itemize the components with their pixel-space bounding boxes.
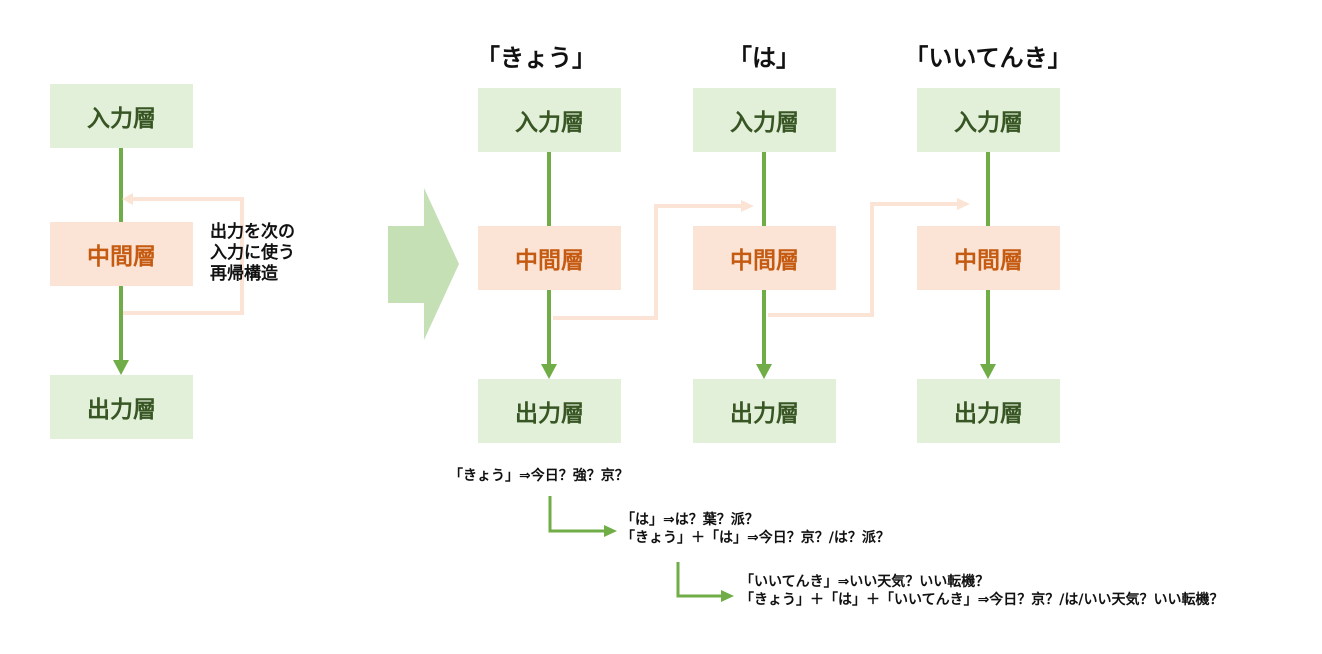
left-input-layer-label: 入力層 (87, 106, 156, 132)
example-arrow-1-head (604, 525, 617, 537)
example-block-1: 「きょう」⇒今日？強？京？ (449, 467, 629, 485)
example-1-line-1: 「きょう」⇒今日？強？京？ (449, 468, 629, 484)
example-arrow-2 (676, 562, 723, 598)
recurrence-note: 出力を次の 入力に使う 再帰構造 (210, 222, 295, 285)
word-label-2: 「は」 (728, 44, 800, 72)
col2-output-layer: 出力層 (693, 379, 836, 443)
recurrence-note-line-2: 入力に使う (210, 243, 295, 263)
col3-arrowhead (980, 364, 996, 379)
col2-input-layer-label: 入力層 (730, 110, 799, 136)
example-2-line-1: 「は」⇒は？葉？派？ (621, 512, 759, 528)
col3-input-layer-label: 入力層 (954, 110, 1023, 136)
col3-output-layer: 出力層 (917, 379, 1060, 443)
col3-middle-layer: 中間層 (917, 226, 1060, 290)
word-label-1: 「きょう」 (476, 44, 596, 72)
col2-arrowhead (756, 364, 772, 379)
word-label-3: 「いいてんき」 (904, 44, 1072, 72)
col1-output-layer: 出力層 (478, 379, 621, 443)
example-3-line-1: 「いいてんき」⇒いい天気？いい転機？ (740, 574, 990, 590)
left-middle-layer-label: 中間層 (87, 244, 156, 270)
recurrent-connector-2-3-arrowhead (957, 198, 970, 210)
example-block-3: 「いいてんき」⇒いい天気？いい転機？ 「きょう」＋「は」＋「いいてんき」⇒今日？… (740, 573, 1224, 609)
example-3-line-2: 「きょう」＋「は」＋「いいてんき」⇒今日？京？/は/いい天気？いい転機？ (740, 592, 1224, 608)
col1-arrowhead (541, 364, 557, 379)
col2-output-layer-label: 出力層 (730, 401, 799, 427)
col3-middle-layer-label: 中間層 (954, 248, 1023, 274)
recurrent-connector-1-2 (553, 204, 742, 320)
recurrent-connector-1-2-arrowhead (741, 200, 754, 212)
recurrence-note-line-3: 再帰構造 (210, 264, 278, 284)
example-arrow-1 (548, 496, 605, 533)
example-block-2: 「は」⇒は？葉？派？ 「きょう」＋「は」⇒今日？京？/は？派？ (621, 511, 890, 547)
col1-middle-layer: 中間層 (478, 226, 621, 290)
col1-output-layer-label: 出力層 (515, 401, 584, 427)
col1-input-layer: 入力層 (478, 88, 621, 152)
example-arrow-2-head (721, 590, 734, 602)
big-arrow (388, 188, 459, 340)
example-2-line-2: 「きょう」＋「は」⇒今日？京？/は？派？ (621, 530, 890, 546)
recurrence-note-line-1: 出力を次の (210, 222, 295, 242)
col1-middle-layer-label: 中間層 (515, 248, 584, 274)
col3-output-layer-label: 出力層 (954, 401, 1023, 427)
recurrent-connector-2-3 (768, 202, 958, 317)
col2-input-layer: 入力層 (693, 88, 836, 152)
col1-input-layer-label: 入力層 (515, 110, 584, 136)
left-output-layer: 出力層 (50, 375, 193, 439)
left-middle-layer: 中間層 (50, 222, 193, 286)
recurrent-loop-arrowhead (122, 193, 133, 205)
col2-middle-layer: 中間層 (693, 226, 836, 290)
arrowhead-output (113, 360, 129, 375)
left-output-layer-label: 出力層 (87, 397, 156, 423)
col2-middle-layer-label: 中間層 (730, 248, 799, 274)
left-input-layer: 入力層 (50, 84, 193, 148)
recurrent-loop (123, 197, 244, 315)
col3-input-layer: 入力層 (917, 88, 1060, 152)
